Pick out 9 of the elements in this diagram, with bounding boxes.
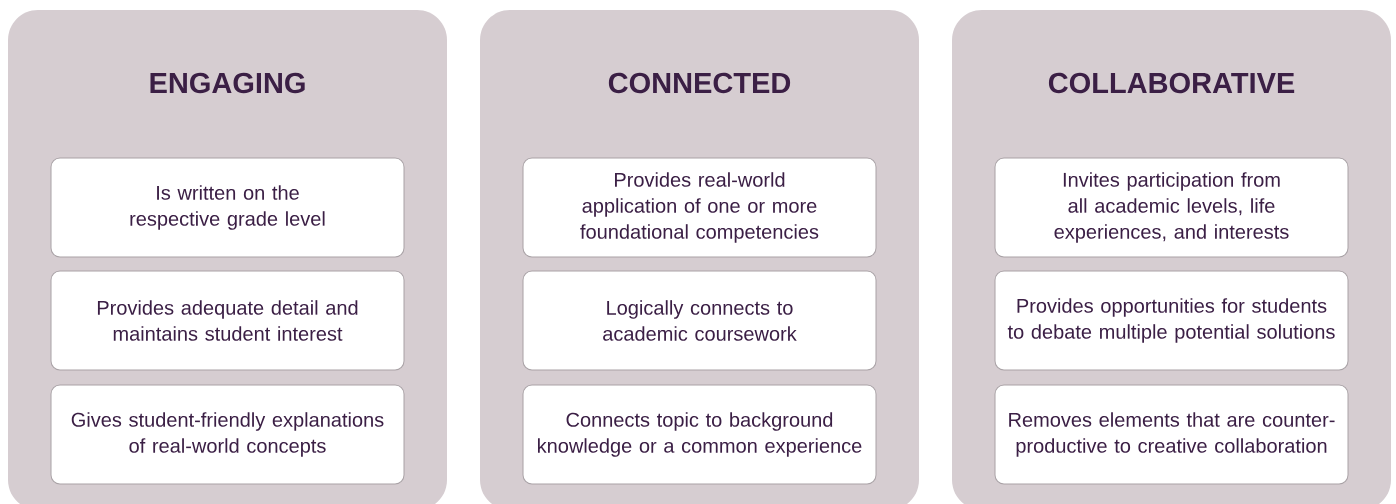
criterion-box: Provides real-world application of one or more foundational competencies xyxy=(522,157,877,258)
criterion-box: Connects topic to background knowledge or a common experience xyxy=(522,384,877,485)
criterion-box: Provides adequate detail and maintains student interest xyxy=(50,270,405,371)
criterion-box: Provides opportunities for students to debate multiple potential solutions xyxy=(994,270,1349,371)
criterion-box: Gives student-friendly explanations of real-world concepts xyxy=(50,384,405,485)
criterion-box: Is written on the respective grade level xyxy=(50,157,405,258)
criterion-box: Invites participation from all academic levels, life experiences, and interests xyxy=(994,157,1349,258)
criterion-box: Logically connects to academic coursework xyxy=(522,270,877,371)
criterion-box: Removes elements that are counter-productive to creative collaboration xyxy=(994,384,1349,485)
